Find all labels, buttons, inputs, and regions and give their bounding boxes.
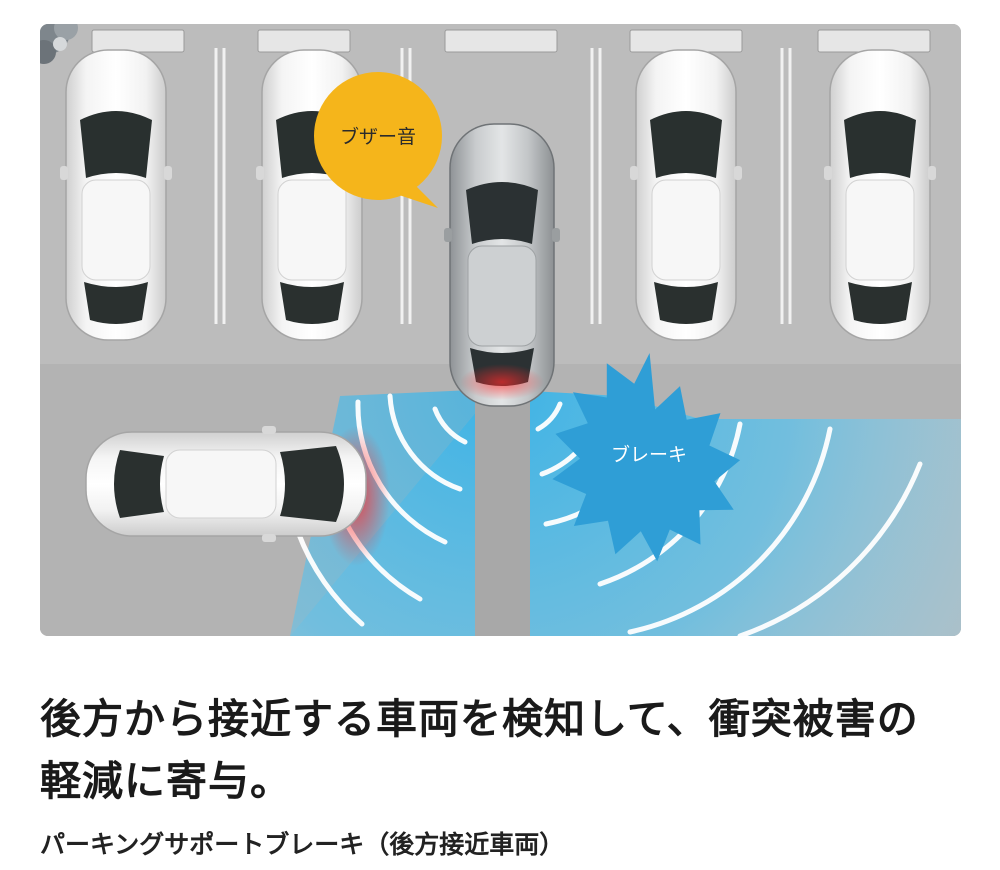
brake-callout-label: ブレーキ (611, 443, 687, 466)
buzzer-callout: ブザー音 (314, 72, 442, 208)
parked-car-3 (630, 49, 742, 341)
wheel-stops (91, 29, 931, 53)
parked-car-1 (60, 49, 172, 341)
headline: 後方から接近する車両を検知して、衝突被害の軽減に寄与。 (40, 695, 919, 805)
lane-strip (475, 384, 530, 636)
feature-caption: パーキングサポートブレーキ（後方接近車両） (40, 830, 565, 859)
parked-car-4 (824, 49, 936, 341)
buzzer-callout-label: ブザー音 (340, 125, 416, 148)
foliage-decoration (40, 24, 78, 64)
parking-support-illustration: ブザー音 ブレーキ (40, 24, 961, 636)
brake-callout: ブレーキ (552, 353, 741, 562)
approaching-car (85, 426, 390, 566)
reversing-silver-car (444, 123, 560, 407)
